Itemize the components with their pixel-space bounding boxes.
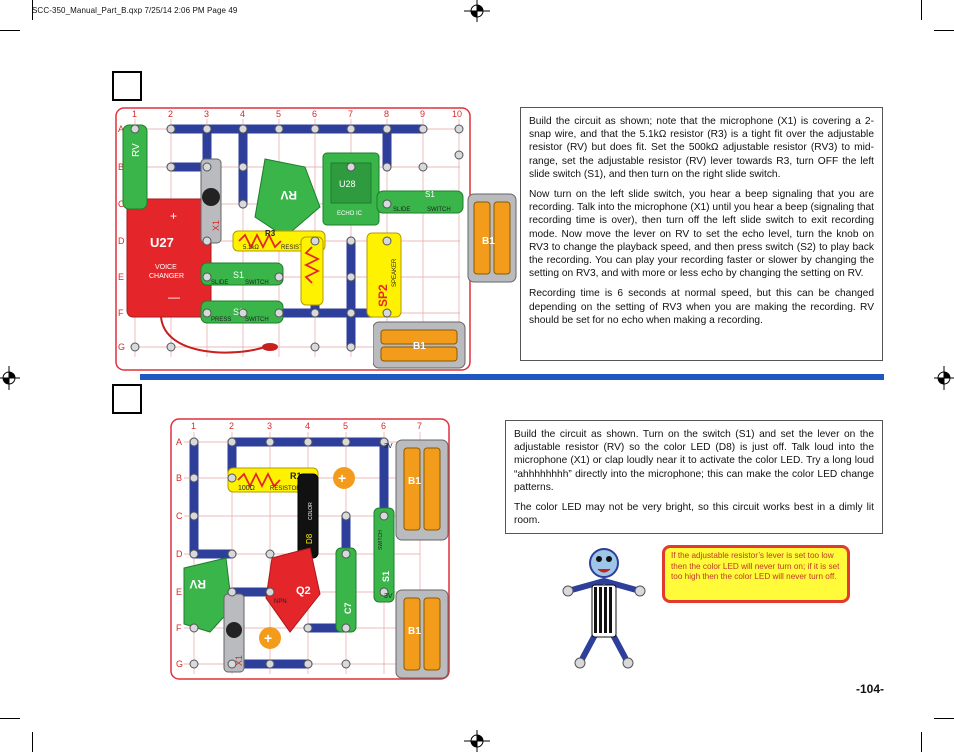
q2-label: Q2	[296, 585, 311, 597]
grid-row-label: G	[118, 342, 125, 352]
switch-label-3: SWITCH	[245, 317, 269, 323]
s1-left-label: S1	[233, 270, 244, 280]
s2-label: S2	[233, 307, 244, 317]
mascot-character	[562, 548, 646, 669]
press-label: PRESS	[211, 317, 231, 323]
s1-right-label: S1	[425, 190, 435, 199]
project2-paragraph-1: Build the circuit as shown. Turn on the …	[514, 429, 874, 493]
grid-col-label: 1	[191, 421, 196, 431]
grid-col-label: 5	[343, 421, 348, 431]
b1-label-2b: B1	[408, 626, 421, 637]
x1-label: X1	[211, 220, 221, 231]
grid-col-label: 1	[132, 109, 137, 119]
grid-col-label: 6	[312, 109, 317, 119]
b1-label-2a: B1	[408, 476, 421, 487]
x1-label-2: X1	[234, 655, 244, 666]
grid-col-label: 5	[276, 109, 281, 119]
grid-row-label: F	[176, 623, 182, 633]
s1-label-2: S1	[381, 571, 391, 582]
grid-col-label: 3	[267, 421, 272, 431]
grid-col-label: 4	[240, 109, 245, 119]
switch-label-1: SWITCH	[427, 207, 451, 213]
battery-holders-1: B1	[373, 321, 466, 369]
svg-text:+: +	[264, 630, 272, 646]
circuit-diagram-2: 1 2 3 4 5 6 7 A B C D E F G R1 100Ω RESI…	[170, 418, 450, 680]
switch-label-4: SWITCH	[378, 530, 384, 550]
battery-holder-right-1: B1	[467, 193, 517, 283]
b1-label-upper: B1	[482, 236, 495, 247]
project1-paragraph-2: Now turn on the left slide switch, you h…	[529, 189, 874, 280]
grid-row-label: G	[176, 659, 183, 669]
rv3-label: RV	[281, 188, 297, 202]
echo-ic-label: ECHO IC	[337, 211, 363, 217]
sp2-label: SP2	[376, 284, 390, 307]
grid-row-label: B	[176, 473, 182, 483]
project1-paragraph-1: Build the circuit as shown; note that th…	[529, 116, 874, 180]
grid-row-label: A	[118, 124, 124, 134]
d8-label: D8	[305, 533, 314, 544]
svg-text:+: +	[170, 209, 177, 223]
grid-row-label: B	[118, 162, 124, 172]
project2-paragraph-2: The color LED may not be very bright, so…	[514, 502, 874, 527]
speaker-label: SPEAKER	[392, 258, 398, 287]
c7-label: C7	[343, 602, 353, 614]
grid-col-label: 8	[384, 109, 389, 119]
switch-label-2: SWITCH	[245, 280, 269, 286]
svg-text:+: +	[338, 470, 346, 486]
r3-value: 5.1kΩ	[243, 245, 259, 251]
u27-label: U27	[150, 235, 174, 250]
grid-col-label: 7	[417, 421, 422, 431]
grid-col-label: 10	[452, 109, 462, 119]
grid-col-label: 3	[204, 109, 209, 119]
rv-label-2: RV	[190, 577, 206, 591]
rv-label-1: RV	[131, 143, 142, 157]
r1-value: 100Ω	[238, 485, 255, 492]
project1-paragraph-3: Recording time is 6 seconds at normal sp…	[529, 288, 874, 326]
grid-row-label: D	[176, 549, 183, 559]
page-number: -104-	[855, 682, 884, 696]
npn-label: NPN	[274, 599, 287, 605]
grid-col-label: 9	[420, 109, 425, 119]
grid-row-label: E	[176, 587, 182, 597]
svg-text:—: —	[168, 290, 180, 304]
voice-label: VOICE	[155, 264, 177, 271]
grid-col-label: 2	[229, 421, 234, 431]
slide-label-2: SLIDE	[211, 280, 228, 286]
grid-row-label: F	[118, 308, 124, 318]
grid-row-label: A	[176, 437, 182, 447]
resistor-label-2: RESISTOR	[270, 486, 301, 492]
r1-label: R1	[290, 471, 302, 481]
resistor-label-1: RESISTOR	[281, 245, 312, 251]
grid-col-label: 2	[168, 109, 173, 119]
grid-row-label: E	[118, 272, 124, 282]
project2-instructions: Build the circuit as shown. Turn on the …	[505, 420, 883, 534]
grid-col-label: 4	[305, 421, 310, 431]
section-divider	[140, 374, 884, 380]
project-number-box-1	[112, 71, 142, 101]
project-number-box-2	[112, 384, 142, 414]
volt-label-b: 3V	[384, 593, 393, 600]
grid-col-label: 6	[381, 421, 386, 431]
r3-label: R3	[265, 229, 276, 238]
grid-row-label: C	[176, 511, 183, 521]
b1-label-lower: B1	[413, 341, 426, 352]
u28-label: U28	[339, 179, 356, 189]
project1-instructions: Build the circuit as shown; note that th…	[520, 107, 883, 361]
tip-callout: If the adjustable resistor’s lever is se…	[662, 545, 850, 603]
volt-label-a: 3V	[384, 443, 393, 450]
grid-row-label: C	[118, 199, 125, 209]
grid-col-label: 7	[348, 109, 353, 119]
changer-label: CHANGER	[149, 273, 184, 280]
color-label: COLOR	[308, 502, 314, 520]
slide-label-1: SLIDE	[393, 207, 410, 213]
circuit-diagram-1: 1 2 3 4 5 6 7 8 9 10 A B C D E F G U27 V…	[115, 107, 471, 371]
grid-row-label: D	[118, 236, 125, 246]
file-info-header: SCC-350_Manual_Part_B.qxp 7/25/14 2:06 P…	[32, 6, 238, 15]
